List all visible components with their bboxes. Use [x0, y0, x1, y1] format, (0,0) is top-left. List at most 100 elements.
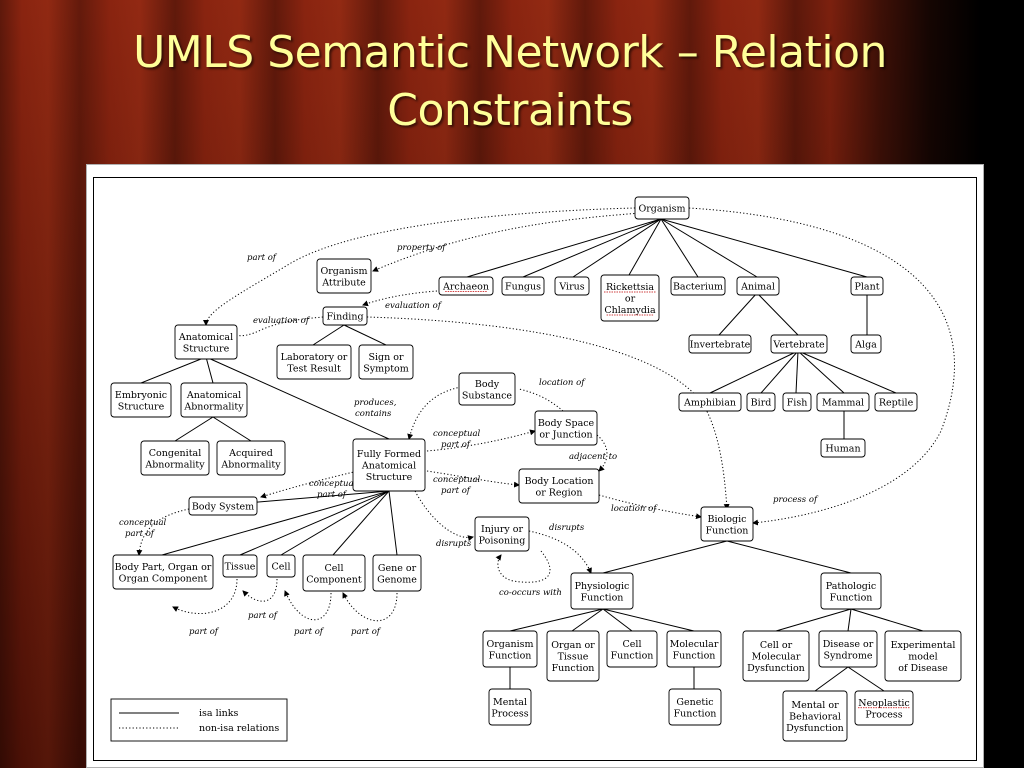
- isa-edges: [140, 218, 924, 692]
- node-box: [458, 372, 516, 406]
- node-reptile: Reptile: [874, 392, 918, 412]
- node-label: Molecular: [752, 652, 801, 663]
- slide-title-line2: Constraints: [387, 85, 633, 136]
- node-label: Sign or: [368, 352, 403, 363]
- node-box: [746, 392, 776, 412]
- node-box: [770, 334, 828, 354]
- node-label: Invertebrate: [690, 340, 751, 351]
- node-label: Body Part, Organ or: [115, 562, 212, 573]
- node-label: Function: [611, 650, 654, 661]
- node-label: model: [908, 652, 937, 663]
- node-box: [266, 554, 296, 578]
- node-label: or Region: [535, 487, 582, 498]
- node-label: Vertebrate: [772, 340, 825, 351]
- node-label: Function: [489, 650, 532, 661]
- node-human: Human: [820, 438, 866, 458]
- node-label: Body Location: [525, 476, 594, 487]
- node-label: Tissue: [225, 562, 256, 573]
- concept-nodes: OrganismOrganismAttributeFindingLaborato…: [110, 196, 962, 742]
- label-property-of: property of: [397, 243, 447, 253]
- slide-title-line1: UMLS Semantic Network – Relation: [133, 27, 887, 78]
- node-box: [742, 630, 810, 682]
- node-box: [110, 382, 172, 418]
- label-disrupts-1: disrupts: [549, 523, 585, 533]
- node-label: of Disease: [898, 663, 948, 674]
- node-label: Test Result: [287, 363, 341, 374]
- node-label: Abnormality: [144, 459, 205, 470]
- node-label: Plant: [854, 282, 879, 293]
- node-label: Cell or: [760, 640, 793, 651]
- node-box: [140, 440, 210, 476]
- node-label: Substance: [462, 390, 513, 401]
- node-label: Biologic: [708, 514, 747, 525]
- label-conceptual-4a: conceptual: [119, 518, 167, 528]
- label-part-of-b4: part of: [351, 627, 382, 637]
- diagram-panel: property of part of evaluation of evalua…: [86, 164, 984, 768]
- node-label: Organism: [320, 266, 367, 277]
- non-isa-edges: [136, 207, 955, 622]
- node-box: [174, 324, 238, 360]
- node-label: Poisoning: [479, 535, 526, 546]
- node-label: Organism: [638, 204, 685, 215]
- node-label: Archaeon: [442, 282, 489, 293]
- node-label: Physiologic: [575, 581, 630, 592]
- node-box: [112, 554, 214, 590]
- node-box: [438, 276, 494, 296]
- node-box: [570, 572, 634, 610]
- node-box: [352, 438, 426, 492]
- label-part-of-top: part of: [247, 253, 278, 263]
- node-fish: Fish: [782, 392, 812, 412]
- node-label: or: [625, 294, 636, 305]
- node-label: Congenital: [149, 448, 202, 459]
- label-conceptual-1a: conceptual: [433, 429, 481, 439]
- node-label: Virus: [558, 282, 584, 293]
- node-label: Abnormality: [183, 401, 244, 412]
- node-label: Dysfunction: [747, 663, 805, 674]
- node-label: Anatomical: [186, 390, 241, 401]
- node-tissue: Tissue: [222, 554, 258, 578]
- label-part-of-b2: part of: [189, 627, 220, 637]
- node-label: Organ or: [551, 640, 595, 651]
- node-label: Mental or: [791, 700, 839, 711]
- node-archaeon: Archaeon: [438, 276, 494, 296]
- node-label: Amphibian: [683, 398, 736, 409]
- node-label: Cell: [623, 639, 642, 650]
- node-label: Mammal: [822, 398, 864, 409]
- node-label: Function: [674, 708, 717, 719]
- node-box: [670, 276, 726, 296]
- node-amphibian: Amphibian: [678, 392, 742, 412]
- label-adjacent-to: adjacent to: [569, 452, 617, 462]
- node-label: Genome: [377, 574, 417, 585]
- legend-box: [110, 698, 288, 742]
- node-box: [688, 334, 752, 354]
- node-box: [666, 630, 722, 668]
- node-label: Syndrome: [824, 650, 873, 661]
- node-box: [820, 438, 866, 458]
- label-contains: contains: [355, 409, 392, 419]
- label-location-of-2: location of: [611, 504, 658, 514]
- node-vertebrate: Vertebrate: [770, 334, 828, 354]
- node-label: Cell: [325, 563, 344, 574]
- label-conceptual-2b: part of: [441, 486, 472, 496]
- slide-title: UMLS Semantic Network – Relation Constra…: [40, 24, 980, 140]
- node-label: Genetic: [676, 697, 713, 708]
- semantic-network-diagram: property of part of evaluation of evalua…: [110, 196, 962, 742]
- node-label: Anatomical: [361, 461, 416, 472]
- node-label: Molecular: [670, 639, 719, 650]
- node-box: [372, 554, 422, 592]
- node-virus: Virus: [554, 276, 590, 296]
- node-label: Process: [865, 709, 902, 720]
